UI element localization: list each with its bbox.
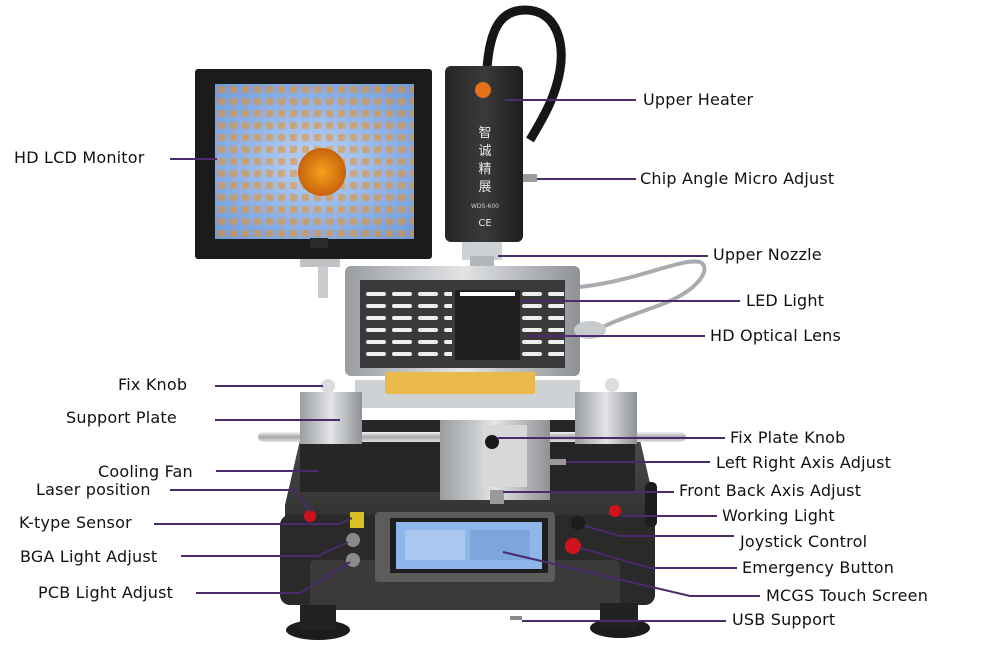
label-chip-angle-micro-adjust: Chip Angle Micro Adjust	[640, 169, 835, 188]
label-laser-position: Laser position	[36, 480, 151, 499]
support-plate-right	[575, 392, 637, 444]
label-mcgs-touch-screen: MCGS Touch Screen	[766, 586, 929, 605]
leader-mcgs-touch-screen	[502, 551, 760, 597]
label-support-plate: Support Plate	[66, 408, 177, 427]
label-fix-plate-knob: Fix Plate Knob	[730, 428, 846, 447]
leader-pcb-light-adjust	[196, 561, 351, 594]
support-plate-left	[300, 392, 362, 444]
upper-heater-unit: 智 诚 精 展 WDS-600 CE	[445, 66, 537, 270]
label-k-type-sensor: K-type Sensor	[19, 513, 132, 532]
k-type-sensor-port	[350, 512, 364, 528]
label-fix-knob: Fix Knob	[118, 375, 188, 394]
leader-bga-light-adjust	[181, 541, 349, 557]
label-left-right-axis-adjust: Left Right Axis Adjust	[716, 453, 892, 472]
label-joystick-control: Joystick Control	[740, 532, 868, 551]
usb-port	[510, 616, 522, 620]
label-upper-heater: Upper Heater	[643, 90, 754, 109]
joystick	[571, 516, 585, 530]
bga-light-knob	[346, 533, 360, 547]
leader-laser-position	[170, 489, 312, 513]
heater-model: WDS-600	[471, 203, 499, 210]
led-light-strip	[460, 292, 515, 296]
laser-position-indicator	[304, 510, 316, 522]
label-cooling-fan: Cooling Fan	[98, 462, 193, 481]
chip-angle-knob	[523, 174, 537, 182]
label-led-light: LED Light	[746, 291, 825, 310]
heater-brand-char-2: 诚	[478, 144, 491, 159]
heater-brand-char-4: 展	[478, 180, 491, 195]
leader-lines	[154, 99, 760, 622]
lcd-monitor	[195, 69, 432, 259]
emergency-button	[565, 538, 581, 554]
label-working-light: Working Light	[722, 506, 835, 525]
heater-brand-char-1: 智	[478, 126, 491, 141]
working-light-indicator	[609, 505, 621, 517]
gooseneck-lamp	[574, 259, 707, 339]
label-upper-nozzle: Upper Nozzle	[713, 245, 822, 264]
label-front-back-axis-adjust: Front Back Axis Adjust	[679, 481, 862, 500]
leader-joystick-control	[584, 525, 734, 537]
label-usb-support: USB Support	[732, 610, 836, 629]
leader-emergency-button	[579, 547, 737, 569]
label-emergency-button: Emergency Button	[742, 558, 895, 577]
pcb-light-knob	[346, 553, 360, 567]
label-hd-optical-lens: HD Optical Lens	[710, 326, 841, 345]
heater-cable	[482, 5, 566, 143]
heater-brand-char-3: 精	[478, 162, 491, 177]
fix-knob-icon	[321, 379, 335, 393]
rail-assembly	[258, 372, 686, 504]
ce-mark: CE	[478, 218, 491, 229]
label-bga-light-adjust: BGA Light Adjust	[20, 547, 158, 566]
label-pcb-light-adjust: PCB Light Adjust	[38, 583, 174, 602]
fix-plate-knob-icon	[485, 435, 499, 449]
upper-frame	[345, 266, 580, 376]
label-hd-lcd-monitor: HD LCD Monitor	[14, 148, 145, 167]
control-panel	[304, 482, 657, 620]
leader-k-type-sensor	[154, 517, 353, 525]
